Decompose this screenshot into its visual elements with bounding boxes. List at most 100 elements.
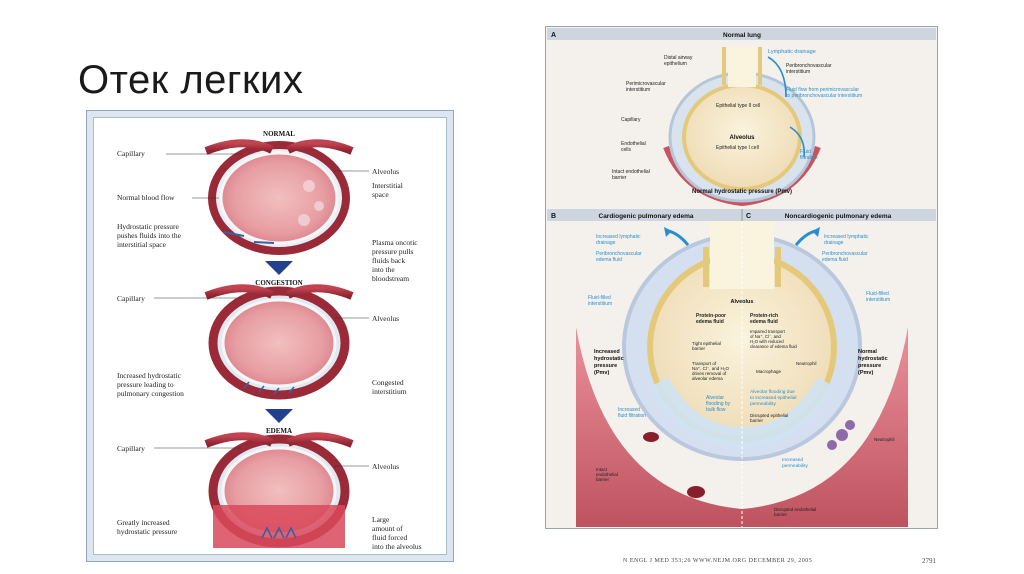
congestion-alveolus-diagram bbox=[204, 284, 354, 400]
greatly-label-2: hydrostatic pressure bbox=[117, 527, 178, 536]
footer-citation: N ENGL J MED 353;26 WWW.NEJM.ORG DECEMBE… bbox=[623, 558, 813, 564]
footer-page-number: 2791 bbox=[922, 557, 936, 565]
panel-c-letter: C bbox=[746, 213, 751, 220]
right-figure-illustration: A Normal lung Alveolus Lymphatic drainag… bbox=[547, 28, 936, 527]
panel-b-transport-4: alveolar edema bbox=[692, 376, 723, 381]
panel-c-fluidfilled-1: Fluid-filled bbox=[866, 291, 889, 297]
congestion-alveolus-label: Alveolus bbox=[372, 314, 399, 323]
hydrostatic-label-2: pushes fluids into the bbox=[117, 231, 182, 240]
panel-b-tight-1: Tight epithelial bbox=[692, 341, 721, 346]
interstitial-label-1: Interstitial bbox=[372, 181, 403, 190]
large-label-2: amount of bbox=[372, 524, 403, 533]
panel-b-hp-2: hydrostatic bbox=[594, 356, 624, 362]
normal-alveolus-label: Alveolus bbox=[372, 167, 399, 176]
panel-c-impaired-3: H₂O with reduced bbox=[750, 339, 784, 344]
panel-b-filt-2: fluid filtration bbox=[618, 413, 646, 419]
panel-b-proteinpoor-1: Protein-poor bbox=[696, 313, 726, 319]
panel-b-bulk-1: Alveolar bbox=[706, 395, 724, 401]
panel-b-lymph-1: Increased lymphatic bbox=[596, 234, 641, 240]
panel-c-lymph-2: drainage bbox=[824, 240, 844, 246]
panel-a-endothelial-1: Endothelial bbox=[621, 141, 646, 147]
edema-capillary-label: Capillary bbox=[117, 444, 145, 453]
panel-a-perimicro-1: Perimicrovascular bbox=[626, 81, 666, 87]
panel-c-disrupted-epi-1: Disrupted epithelial bbox=[750, 413, 788, 418]
left-figure-illustration: NORMAL Capillary Normal blood flow Hydro… bbox=[117, 130, 422, 551]
panel-c-proteinrich-1: Protein-rich bbox=[750, 313, 778, 319]
large-label-4: into the alveolus bbox=[372, 542, 422, 551]
increased-label-2: pressure leading to bbox=[117, 380, 174, 389]
panel-a-intact-2: barrier bbox=[612, 175, 627, 181]
congestion-capillary-label: Capillary bbox=[117, 294, 145, 303]
oncotic-label-3: fluids back bbox=[372, 256, 405, 265]
congested-label-1: Congested bbox=[372, 378, 404, 387]
panel-c-perm-2: permeability bbox=[782, 463, 808, 469]
panel-b-transport-1: Transport of bbox=[692, 361, 717, 366]
stage-arrow-2 bbox=[265, 409, 293, 423]
panel-c-disrupted-epi-2: barrier bbox=[750, 418, 764, 423]
left-figure: NORMAL Capillary Normal blood flow Hydro… bbox=[93, 117, 447, 555]
panel-c-alveolus: Alveolus bbox=[731, 299, 754, 305]
panel-c-macrophage: Macrophage bbox=[756, 369, 782, 374]
panel-a-perimicro-2: interstitium bbox=[626, 87, 650, 93]
panel-b-bulk-2: flooding by bbox=[706, 401, 731, 407]
congested-label-2: interstitium bbox=[372, 387, 407, 396]
oncotic-label-1: Plasma oncotic bbox=[372, 238, 418, 247]
panel-b-tight-2: barrier bbox=[692, 346, 706, 351]
normal-alveolus-diagram bbox=[204, 139, 354, 255]
panel-a-filtration-2: filtration bbox=[800, 155, 818, 161]
panel-a-type1: Epithelial type I cell bbox=[716, 145, 759, 151]
panel-b-intact-3: barrier bbox=[596, 477, 610, 482]
panel-c-title: Noncardiogenic pulmonary edema bbox=[785, 213, 892, 220]
left-figure-frame: NORMAL Capillary Normal blood flow Hydro… bbox=[86, 110, 454, 562]
panel-a-endothelial-2: cells bbox=[621, 147, 632, 153]
edema-alveolus-diagram bbox=[204, 432, 354, 548]
large-label-1: Large bbox=[372, 515, 390, 524]
normal-lung-diagram bbox=[663, 47, 821, 207]
increased-label-1: Increased hydrostatic bbox=[117, 371, 182, 380]
normal-capillary-label: Capillary bbox=[117, 149, 145, 158]
hydrostatic-label-3: interstitial space bbox=[117, 240, 167, 249]
panel-c-disrupted-endo-2: barrier bbox=[774, 512, 788, 517]
panel-b-transport-2: Na⁺, Cl⁻, and H₂O bbox=[692, 366, 730, 371]
panel-c-impaired-4: clearance of edema fluid bbox=[750, 344, 797, 349]
slide-title: Отек легких bbox=[78, 58, 304, 102]
normal-blood-flow-label: Normal blood flow bbox=[117, 193, 175, 202]
oncotic-label-4: into the bbox=[372, 265, 395, 274]
panel-b-title: Cardiogenic pulmonary edema bbox=[599, 213, 694, 220]
panel-b-fluidfilled-1: Fluid-filled bbox=[588, 295, 611, 301]
panel-c-impaired-2: of Na⁺, Cl⁻, and bbox=[750, 334, 781, 339]
panel-b-filt-1: Increased bbox=[618, 407, 640, 413]
panel-c-flooding-1: Alveolar flooding due bbox=[750, 389, 795, 395]
panel-b-peribronch-2: edema fluid bbox=[596, 257, 622, 263]
panel-a-header bbox=[547, 28, 936, 40]
panel-b-proteinpoor-2: edema fluid bbox=[696, 319, 724, 325]
panel-c-lymph-1: Increased lymphatic bbox=[824, 234, 869, 240]
panel-c-impaired-1: Impaired transport bbox=[750, 329, 786, 334]
panel-b-bulk-3: bulk flow bbox=[706, 407, 726, 413]
panel-a-type2: Epithelial type II cell bbox=[716, 103, 760, 109]
panel-a-lymphatic: Lymphatic drainage bbox=[768, 49, 816, 55]
panel-c-perm-1: Increased bbox=[782, 457, 803, 463]
panel-b-transport-3: drives removal of bbox=[692, 371, 727, 376]
panel-a-peribronch-2: interstitium bbox=[786, 69, 810, 75]
hydrostatic-label-1: Hydrostatic pressure bbox=[117, 222, 180, 231]
panel-a-letter: A bbox=[551, 32, 556, 39]
interstitial-label-2: space bbox=[372, 190, 389, 199]
panel-c-hp-3: pressure bbox=[858, 363, 881, 369]
oncotic-label-5: bloodstream bbox=[372, 274, 409, 283]
panel-b-hp-3: pressure bbox=[594, 363, 617, 369]
panel-b-intact-1: Intact bbox=[596, 467, 608, 472]
panel-a-distal-1: Distal airway bbox=[664, 55, 693, 61]
panel-a-fluidflow-1: Fluid flow from perimicrovascular bbox=[786, 87, 859, 93]
panel-c-neutrophil-2: Neutrophil bbox=[874, 437, 895, 442]
panel-c-hp-2: hydrostatic bbox=[858, 356, 888, 362]
panel-b-intact-2: endothelial bbox=[596, 472, 618, 477]
stage-edema-label: EDEMA bbox=[266, 427, 292, 435]
panel-b-hp-4: (Pmv) bbox=[594, 370, 609, 376]
edema-alveolus-label: Alveolus bbox=[372, 462, 399, 471]
panel-c-flooding-3: permeability bbox=[750, 401, 776, 407]
stage-congestion-label: CONGESTION bbox=[255, 279, 302, 287]
panel-c-peribronch-1: Peribronchovascular bbox=[822, 251, 868, 257]
panel-c-neutrophil: Neutrophil bbox=[796, 361, 817, 366]
panel-a-pressure: Normal hydrostatic pressure (Pmv) bbox=[692, 189, 792, 195]
